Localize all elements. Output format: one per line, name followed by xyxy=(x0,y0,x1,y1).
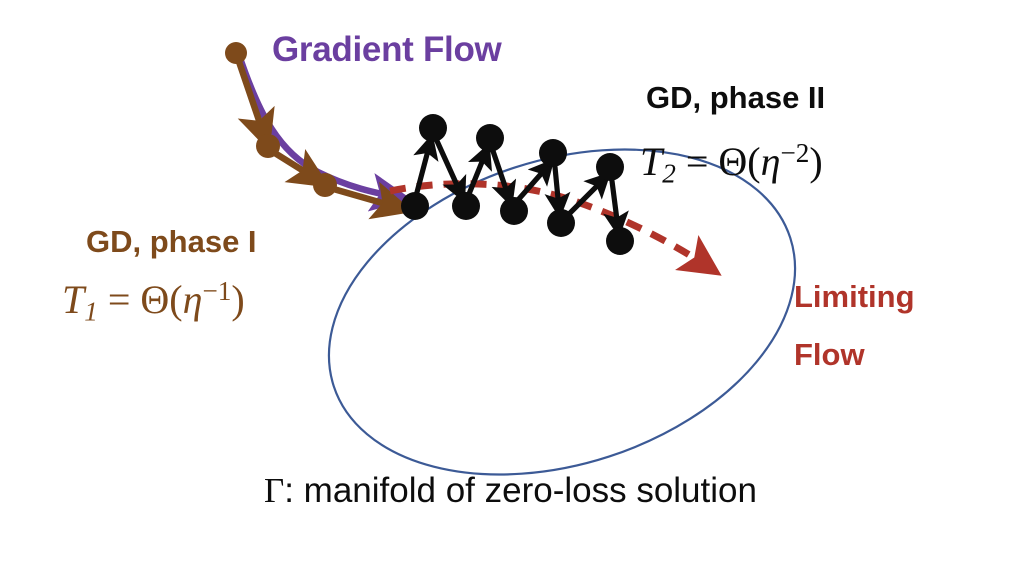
formula-t1-exponent: −1 xyxy=(202,276,232,306)
gamma-symbol: Γ xyxy=(264,471,285,510)
formula-t2-var: T xyxy=(640,139,663,185)
caption-text: : manifold of zero-loss solution xyxy=(284,471,757,510)
label-limiting-flow-line2: Flow xyxy=(794,337,865,372)
label-gd-phase-1: GD, phase I xyxy=(86,224,257,259)
gd-phase2-iterate-dot xyxy=(596,153,624,181)
formula-t1-var: T xyxy=(62,277,85,323)
label-gd-phase-2: GD, phase II xyxy=(646,80,826,115)
gd-phase2-iterate-dot xyxy=(452,192,480,220)
formula-t2-theta-open: Θ( xyxy=(718,139,761,185)
gd-phase1-iterate-dot xyxy=(225,42,247,64)
formula-t2-eta: η xyxy=(760,139,781,185)
formula-t1-subscript: 1 xyxy=(84,296,98,327)
label-limiting-flow-line1: Limiting xyxy=(794,279,915,314)
formula-t1-equals: = xyxy=(97,277,141,323)
formula-t1-eta: η xyxy=(182,277,203,323)
caption-manifold: Γ: manifold of zero-loss solution xyxy=(264,473,757,508)
formula-t2-equals: = xyxy=(675,139,719,185)
gd-phase2-oscillation xyxy=(401,114,634,255)
gd-phase2-iterate-dot xyxy=(606,227,634,255)
formula-t2-exponent: −2 xyxy=(780,138,810,168)
gd-phase2-iterate-dot xyxy=(500,197,528,225)
formula-t2-subscript: 2 xyxy=(662,158,676,189)
gd-phase2-iterate-dot xyxy=(547,209,575,237)
gd-phase2-iterate-dot xyxy=(539,139,567,167)
gd-phase1-path xyxy=(225,42,414,220)
gd-phase2-iterate-dot xyxy=(401,192,429,220)
gd-phase1-iterate-dot xyxy=(313,173,337,197)
gd-phase1-iterate-dot xyxy=(256,134,280,158)
gd-phase2-iterate-dot xyxy=(476,124,504,152)
manifold-ellipse xyxy=(327,148,797,476)
gd-phase2-iterate-dot xyxy=(419,114,447,142)
formula-t1: T1 = Θ(η−1) xyxy=(62,276,245,327)
formula-t1-close-paren: ) xyxy=(231,277,245,323)
label-gradient-flow: Gradient Flow xyxy=(272,30,502,69)
formula-t1-theta-open: Θ( xyxy=(140,277,183,323)
formula-t2-close-paren: ) xyxy=(809,139,823,185)
formula-t2: T2 = Θ(η−2) xyxy=(640,138,823,189)
